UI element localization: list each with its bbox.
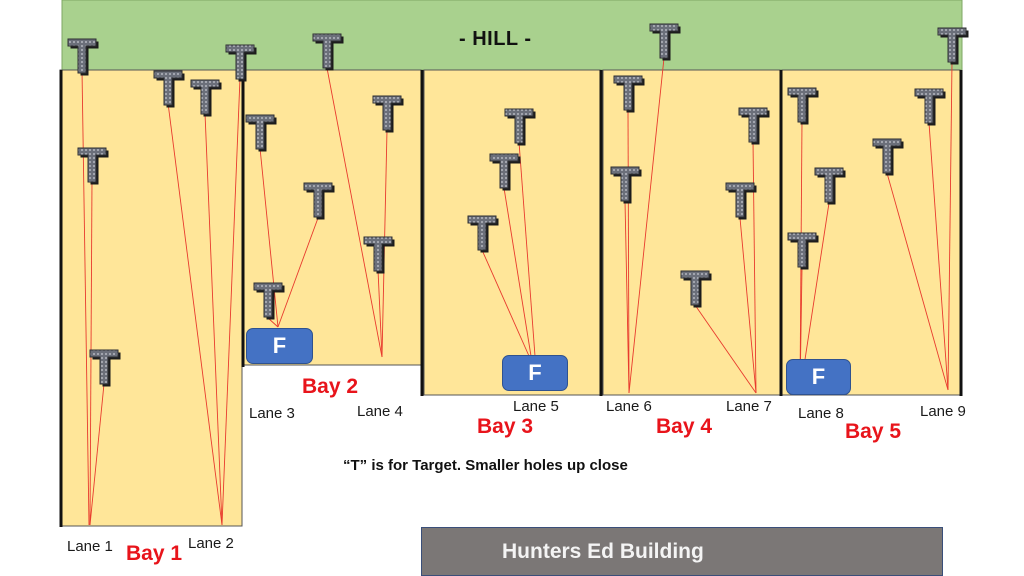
- target-17: [649, 23, 681, 61]
- bay-dividers: [59, 70, 963, 527]
- target-25: [872, 138, 904, 176]
- bay-3-area: [423, 69, 601, 396]
- target-27: [937, 27, 969, 65]
- firing-position-bay-3: F: [502, 355, 568, 391]
- lane-label: Lane 2: [188, 535, 234, 552]
- target-18: [610, 166, 642, 204]
- target-7: [245, 114, 277, 152]
- target-16: [613, 75, 645, 113]
- hill-area: [61, 0, 963, 71]
- firing-position-label: F: [811, 364, 826, 389]
- target-22: [787, 87, 819, 125]
- target-13: [504, 108, 536, 146]
- target-26: [914, 88, 946, 126]
- bay-label: Bay 2: [302, 375, 359, 398]
- firing-position-bay-2: F: [246, 328, 313, 364]
- lane-label: Lane 3: [249, 405, 295, 422]
- target-12: [253, 282, 285, 320]
- target-9: [372, 95, 404, 133]
- building-label: Hunters Ed Building: [502, 539, 704, 563]
- target-19: [738, 107, 770, 145]
- lane-label: Lane 7: [726, 398, 772, 415]
- bay-label: Bay 3: [477, 415, 534, 438]
- target-1: [67, 38, 99, 76]
- bay-label: Bay 5: [845, 420, 902, 443]
- firing-position-label: F: [528, 360, 542, 385]
- target-10: [303, 182, 335, 220]
- target-20: [725, 182, 757, 220]
- lane-label: Lane 8: [798, 405, 844, 422]
- targets: [67, 23, 969, 387]
- hunters-ed-building: Hunters Ed Building: [421, 527, 943, 576]
- legend-note: “T” is for Target. Smaller holes up clos…: [343, 457, 628, 474]
- lane-label: Lane 5: [513, 398, 559, 415]
- lane-label: Lane 4: [357, 403, 403, 420]
- lane-label: Lane 9: [920, 403, 966, 420]
- hill-label: - HILL -: [459, 28, 532, 50]
- bay-label: Bay 1: [126, 542, 183, 565]
- target-2: [77, 147, 109, 185]
- target-6: [225, 44, 257, 82]
- firing-position-label: F: [272, 333, 287, 358]
- bay-1-area: [59, 69, 243, 527]
- target-3: [89, 349, 121, 387]
- target-15: [467, 215, 499, 253]
- target-23: [814, 167, 846, 205]
- target-8: [312, 33, 344, 71]
- target-21: [680, 270, 712, 308]
- target-11: [363, 236, 395, 274]
- lane-label: Lane 6: [606, 398, 652, 415]
- bay-4-area: [602, 69, 781, 396]
- target-14: [489, 153, 521, 191]
- firing-position-bay-5: F: [786, 359, 851, 395]
- bay-label: Bay 4: [656, 415, 713, 438]
- target-4: [153, 70, 185, 108]
- lane-label: Lane 1: [67, 538, 113, 555]
- target-24: [787, 232, 819, 270]
- target-5: [190, 79, 222, 117]
